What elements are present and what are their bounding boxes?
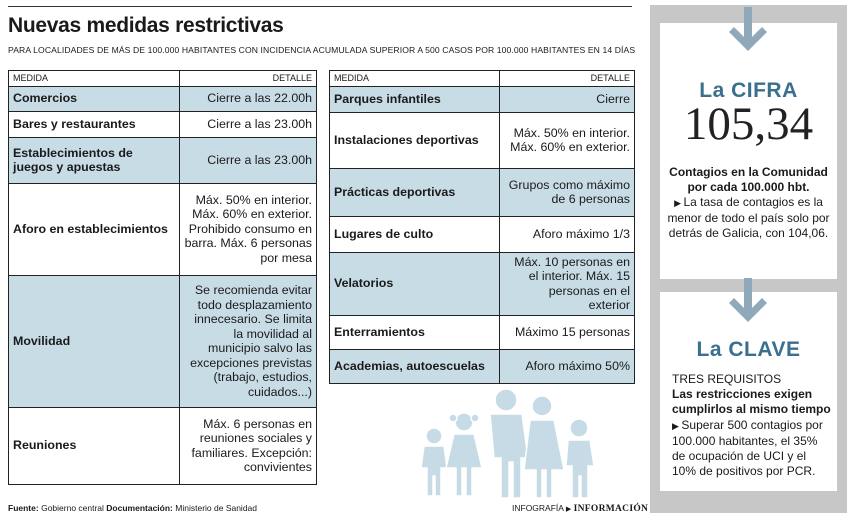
credit-brand: INFORMACIÓN [573,504,649,514]
measure-name: Enterramientos [329,314,500,350]
measure-detail: Aforo máximo 50% [499,348,635,384]
measure-name: Academias, autoescuelas [329,348,500,384]
cifra-text: La tasa de contagios es la menor de todo… [667,195,830,240]
triangle-bullet-icon: ▶ [674,198,684,208]
measure-detail: Cierre a las 23.00h [179,110,317,138]
table-row: Lugares de culto Aforo máximo 1/3 [329,215,635,253]
cifra-value: 105,34 [683,98,814,150]
clave-subheading: TRES REQUISITOS [672,372,782,386]
measure-detail: Máx. 50% en interior. Máx. 60% en exteri… [179,182,317,276]
cifra-box: La CIFRA 105,34 Contagios en la Comunida… [660,23,837,279]
measure-name: Lugares de culto [329,215,500,253]
measure-detail: Cierre a las 23.00h [179,136,317,184]
measure-name: Establecimientos de juegos y apuestas [8,136,180,184]
clave-bold-text: Las restricciones exigen cumplirlos al m… [672,387,831,416]
measure-detail: Cierre [499,85,635,113]
measure-name: Comercios [8,85,180,112]
fuente-label: Fuente: [8,503,39,513]
measure-name: Bares y restaurantes [8,110,180,138]
table-header-row: MEDIDA DETALLE [329,70,635,87]
measure-name: Reuniones [8,406,180,485]
table-row: Instalaciones deportivas Máx. 50% en int… [329,111,635,169]
measure-detail: Grupos como máximo de 6 personas [499,167,635,217]
page-title: Nuevas medidas restrictivas [8,14,284,37]
page-subtitle: PARA LOCALIDADES DE MÁS DE 100.000 HABIT… [8,45,636,55]
measure-name: Aforo en establecimientos [8,182,180,276]
table-row: Academias, autoescuelas Aforo máximo 50% [329,348,635,384]
measure-detail: Cierre a las 22.00h [179,85,317,112]
credit-prefix: INFOGRAFÍA [512,503,564,513]
measure-detail: Se recomienda evitar todo desplazamiento… [179,274,317,408]
triangle-bullet-icon: ▶ [565,506,572,513]
measure-name: Movilidad [8,274,180,408]
source-footer: Fuente: Gobierno central Documentación: … [8,503,257,513]
clave-text-block: ▶ Superar 500 contagios por 100.000 habi… [672,418,832,479]
documentacion-value: Ministerio de Sanidad [175,503,258,513]
cifra-text-block: ▶ La tasa de contagios es la menor de to… [666,195,831,241]
table-row: Reuniones Máx. 6 personas en reuniones s… [8,406,317,485]
documentacion-label: Documentación: [106,503,173,513]
table-row: Prácticas deportivas Grupos como máximo … [329,167,635,217]
fuente-value: Gobierno central [41,503,104,513]
measures-table-left: MEDIDA DETALLE Comercios Cierre a las 22… [8,70,317,485]
table-header-row: MEDIDA DETALLE [8,70,317,87]
clave-heading: La CLAVE [696,338,801,361]
table-row: Movilidad Se recomienda evitar todo desp… [8,274,317,408]
measure-detail: Máximo 15 personas [499,314,635,350]
column-header-medida: MEDIDA [329,70,500,87]
column-header-medida: MEDIDA [8,70,180,87]
table-row: Parques infantiles Cierre [329,85,635,113]
measure-name: Parques infantiles [329,85,500,113]
sidebar: La CIFRA 105,34 Contagios en la Comunida… [650,5,847,513]
measure-detail: Aforo máximo 1/3 [499,215,635,253]
table-row: Bares y restaurantes Cierre a las 23.00h [8,110,317,138]
down-arrow-icon [729,7,767,51]
table-row: Establecimientos de juegos y apuestas Ci… [8,136,317,184]
cifra-heading: La CIFRA [699,79,798,102]
measure-name: Instalaciones deportivas [329,111,500,169]
table-row: Enterramientos Máximo 15 personas [329,314,635,350]
down-arrow-icon [729,278,767,322]
column-header-detalle: DETALLE [499,70,635,87]
top-rule [8,6,632,7]
measure-name: Prácticas deportivas [329,167,500,217]
measure-detail: Máx. 50% en interior. Máx. 60% en exteri… [499,111,635,169]
triangle-bullet-icon: ▶ [672,421,682,431]
table-row: Velatorios Máx. 10 personas en el interi… [329,251,635,316]
cifra-caption: Contagios en la Comunidad por cada 100.0… [669,165,828,194]
credit-line: INFOGRAFÍA ▶ INFORMACIÓN [512,503,648,514]
measure-detail: Máx. 10 personas en el interior. Máx. 15… [499,251,635,316]
measures-table-right: MEDIDA DETALLE Parques infantiles Cierre… [329,70,635,384]
column-header-detalle: DETALLE [179,70,317,87]
table-row: Comercios Cierre a las 22.00h [8,85,317,112]
measure-detail: Máx. 6 personas en reuniones sociales y … [179,406,317,485]
clave-box: La CLAVE TRES REQUISITOS Las restriccion… [660,292,837,491]
family-illustration [420,388,595,498]
table-row: Aforo en establecimientos Máx. 50% en in… [8,182,317,276]
measure-name: Velatorios [329,251,500,316]
clave-text: Superar 500 contagios por 100.000 habita… [672,418,823,478]
